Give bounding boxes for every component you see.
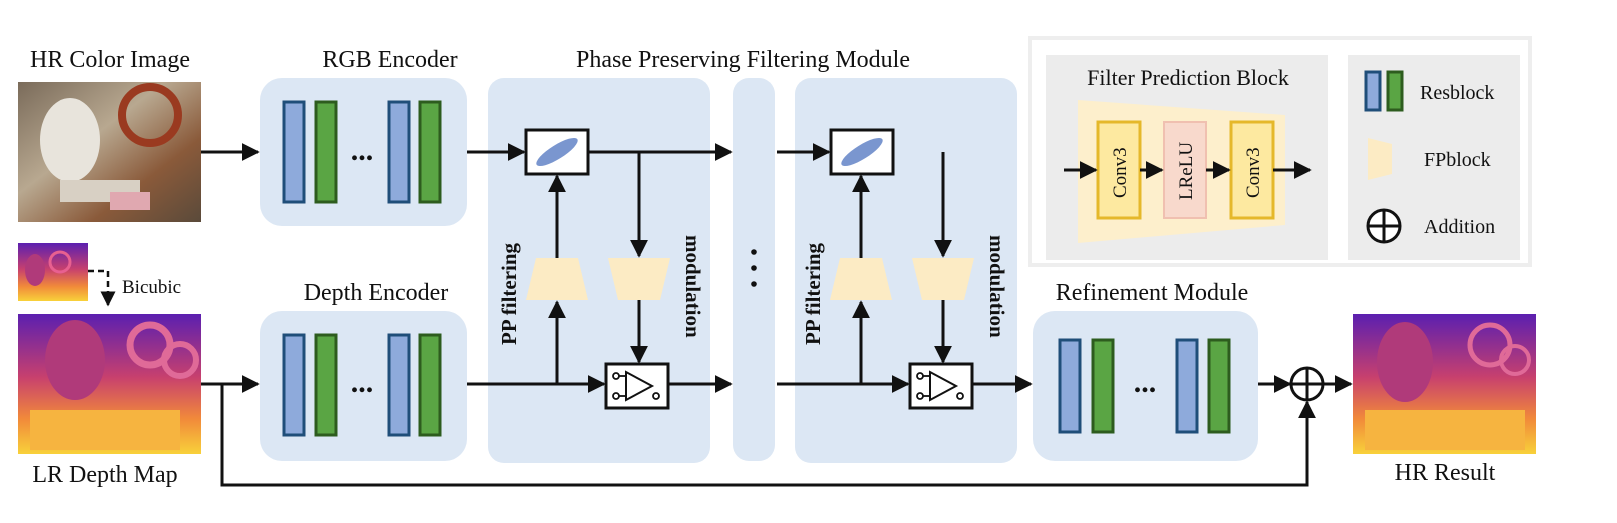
- fpblock-pp-filtering: [830, 258, 892, 300]
- lrelu-label: LReLU: [1176, 142, 1197, 200]
- resblock-blue: [387, 333, 411, 437]
- lr-depth-thumbnail: [18, 243, 88, 301]
- pp-stage-1-box: [488, 78, 710, 463]
- filter-kernel-icon: [841, 137, 883, 167]
- resblock-blue: [1058, 338, 1082, 434]
- modulation-gate-icon: [604, 362, 670, 410]
- pp-filtering-label-1: PP filtering: [497, 242, 521, 345]
- hr-result-image: [1353, 314, 1536, 454]
- legend-resblock-green: [1386, 70, 1404, 112]
- rgb-encoder-resblocks: ...: [282, 100, 442, 204]
- conv3-label-2: Conv3: [1243, 147, 1264, 198]
- resblock-blue: [1175, 338, 1199, 434]
- conv3-block-2: [1229, 120, 1275, 220]
- rgb-encoder-title: RGB Encoder: [322, 47, 457, 73]
- addition-icon: [1289, 366, 1325, 402]
- fpblock-pp-filtering: [526, 258, 588, 300]
- ellipsis: ...: [351, 366, 374, 399]
- legend-resblock-blue: [1364, 70, 1382, 112]
- depth-encoder-resblocks: ...: [282, 333, 442, 437]
- pp-stage-1: [524, 128, 670, 410]
- resblock-green: [1207, 338, 1231, 434]
- legend-fpblock-label: FPblock: [1424, 149, 1491, 171]
- pp-stage-2-box: [795, 78, 1017, 463]
- pp-stage-2: [829, 128, 974, 410]
- lr-depth-map-image: [18, 314, 201, 454]
- ellipsis: ...: [351, 134, 374, 167]
- fpblock-modulation: [912, 258, 974, 300]
- ellipsis: ...: [1134, 366, 1157, 399]
- resblock-green: [418, 100, 442, 204]
- resblock-green: [1091, 338, 1115, 434]
- conv3-label-1: Conv3: [1110, 147, 1131, 198]
- bicubic-arrow: [88, 269, 116, 307]
- resblock-green: [314, 333, 338, 437]
- fpblock-modulation: [608, 258, 670, 300]
- refinement-resblocks: ...: [1058, 338, 1231, 434]
- hr-color-image: [18, 82, 201, 222]
- legend-fpblock-icon: [1368, 138, 1392, 180]
- legend-addition-icon: [1366, 208, 1402, 244]
- modulation-label-1: modulation: [681, 235, 705, 338]
- conv3-block-1: [1096, 120, 1142, 220]
- lr-depth-map-label: LR Depth Map: [32, 462, 177, 488]
- depth-encoder-title: Depth Encoder: [304, 280, 449, 306]
- connections: [201, 143, 1353, 487]
- refinement-module-box: [1033, 311, 1258, 461]
- resblock-blue: [387, 100, 411, 204]
- resblock-green: [314, 100, 338, 204]
- bicubic-label: Bicubic: [122, 277, 181, 298]
- hr-result-label: HR Result: [1395, 460, 1496, 486]
- hr-color-image-label: HR Color Image: [30, 47, 190, 73]
- pp-module-title: Phase Preserving Filtering Module: [576, 47, 910, 73]
- resblock-green: [418, 333, 442, 437]
- filter-kernel-icon: [536, 137, 578, 167]
- legend-addition-label: Addition: [1424, 216, 1495, 238]
- depth-encoder-box: [260, 311, 467, 461]
- modulation-gate-icon: [908, 362, 974, 410]
- legend-resblock-label: Resblock: [1420, 82, 1494, 104]
- resblock-blue: [282, 100, 306, 204]
- pp-filtering-label-2: PP filtering: [801, 242, 825, 345]
- resblock-blue: [282, 333, 306, 437]
- filter-block-title: Filter Prediction Block: [1087, 65, 1289, 90]
- refinement-module-title: Refinement Module: [1056, 280, 1249, 306]
- lrelu-block: [1163, 121, 1207, 219]
- rgb-encoder-box: [260, 78, 467, 226]
- vertical-ellipsis: [751, 249, 757, 287]
- modulation-label-2: modulation: [985, 235, 1009, 338]
